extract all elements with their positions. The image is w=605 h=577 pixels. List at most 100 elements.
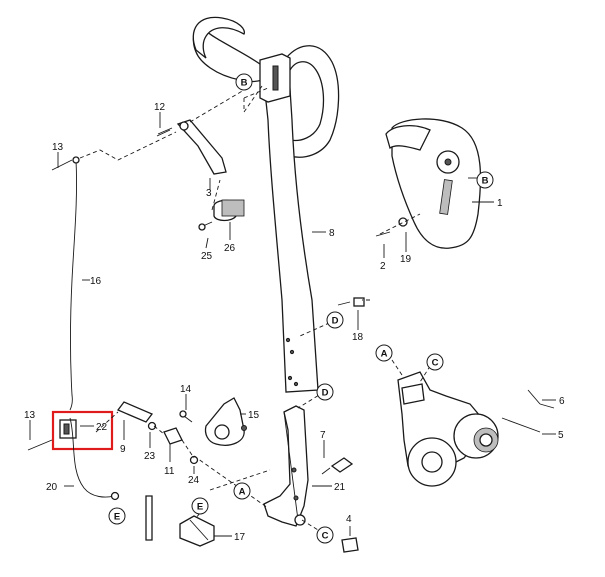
part-label-18: 18: [352, 332, 364, 343]
bolt-18-shank: [337, 301, 351, 306]
cable-20-part: [69, 417, 120, 501]
bolt-14: [183, 415, 193, 423]
handle-hole-4: [293, 381, 299, 387]
part-label-22: 22: [96, 422, 108, 433]
cap-4: [341, 537, 359, 553]
part-label-17: 17: [234, 532, 246, 543]
spring-stack: [401, 383, 425, 405]
handle-assembly: [192, 16, 340, 393]
part-label-20: 20: [46, 482, 58, 493]
motor-cover-ridge: [385, 124, 431, 151]
part-label-26: 26: [224, 243, 236, 254]
marker-c-bottom: C: [316, 526, 334, 544]
stud-7: [330, 457, 354, 473]
svg-text:D: D: [322, 388, 329, 399]
motor-cover: [391, 118, 482, 249]
svg-text:B: B: [482, 176, 489, 187]
cable-20-end: [110, 491, 120, 501]
part-label-14: 14: [180, 384, 192, 395]
cable-20: [69, 417, 115, 498]
svg-text:A: A: [381, 349, 388, 360]
part-label-6: 6: [559, 396, 565, 407]
motor-cover-center: [444, 158, 452, 166]
svg-text:D: D: [332, 316, 339, 327]
part-label-12: 12: [154, 102, 166, 113]
svg-text:B: B: [241, 78, 248, 89]
part-label-11: 11: [164, 466, 175, 477]
marker-d-low: D: [316, 383, 334, 401]
part-label-1: 1: [497, 198, 503, 209]
part-22-highlight-box: [51, 410, 114, 451]
part-22-slot: [63, 423, 70, 435]
frame-21-group: [263, 405, 359, 553]
lever-pivot: [179, 121, 189, 131]
bolt-18-head: [353, 297, 365, 307]
marker-e-bottom: E: [108, 507, 126, 525]
lever-arm: [176, 119, 227, 175]
marker-c-right: C: [426, 353, 444, 371]
bracket-17-group: [145, 495, 215, 547]
bolt-12: [157, 127, 173, 135]
part-label-23: 23: [144, 451, 156, 462]
strip-pin: [145, 495, 153, 541]
washer-19: [398, 217, 408, 227]
drive-wheel-hub: [421, 451, 443, 473]
marker-a-left: A: [375, 344, 393, 362]
marker-e-left: E: [191, 497, 209, 515]
svg-text:C: C: [322, 531, 329, 542]
handle-hole-2: [289, 349, 295, 355]
lever-assembly: [156, 119, 245, 231]
marker-a-bottom: A: [233, 482, 251, 500]
motor-cover-assembly: [375, 118, 482, 249]
screw-13-top: [51, 159, 73, 171]
part-label-25: 25: [201, 251, 213, 262]
screw-2: [375, 231, 391, 237]
bushing-11: [163, 427, 183, 445]
screw-13-bottom: [27, 439, 53, 451]
part-label-2: 2: [380, 261, 386, 272]
part-label-8: 8: [329, 228, 335, 239]
frame-21-ring: [294, 514, 306, 526]
cable-assembly: [51, 131, 177, 411]
handle-grip-tube-left: [192, 16, 246, 59]
pin-5: [501, 417, 541, 433]
marker-d-mid: D: [326, 311, 344, 329]
motor-cover-slot: [439, 179, 453, 215]
bracket-15-hole: [214, 424, 230, 440]
part-label-7: 7: [320, 430, 326, 441]
svg-text:A: A: [239, 487, 246, 498]
part-label-3: 3: [206, 188, 212, 199]
washer-23: [147, 421, 157, 431]
part-number-labels: 12 13 3 25 26 8 1 2 19 16 18 14 15 13 22…: [24, 102, 565, 543]
part-label-16: 16: [90, 276, 102, 287]
handle-grip-tube-right: [285, 45, 340, 158]
handle-head-slot: [272, 65, 279, 91]
pin-9: [116, 401, 154, 423]
part-22-group: [27, 410, 114, 451]
part-label-13-top: 13: [52, 142, 64, 153]
bracket-17: [179, 515, 215, 547]
marker-b-right: B: [476, 171, 494, 189]
wheel-assembly: [397, 371, 555, 487]
handle-shaft: [261, 57, 319, 393]
handle-hole-1: [285, 337, 291, 343]
part-label-24: 24: [188, 475, 200, 486]
part-label-13-bottom: 13: [24, 410, 36, 421]
svg-text:E: E: [114, 512, 120, 523]
cable-16: [69, 159, 77, 411]
part-label-9: 9: [120, 444, 126, 455]
pin-group: [116, 401, 199, 465]
pin-6: [527, 389, 541, 405]
handle-hole-3: [287, 375, 293, 381]
bolt-18-part: [337, 297, 365, 307]
marker-b-top: B: [235, 73, 253, 91]
clip-26-body: [221, 199, 245, 217]
part-label-15: 15: [248, 410, 260, 421]
reference-markers: B B D D A C A E: [108, 73, 494, 544]
part-label-5: 5: [558, 430, 564, 441]
svg-text:E: E: [197, 502, 203, 513]
svg-text:C: C: [432, 358, 439, 369]
part-label-21: 21: [334, 482, 346, 493]
part-label-19: 19: [400, 254, 412, 265]
